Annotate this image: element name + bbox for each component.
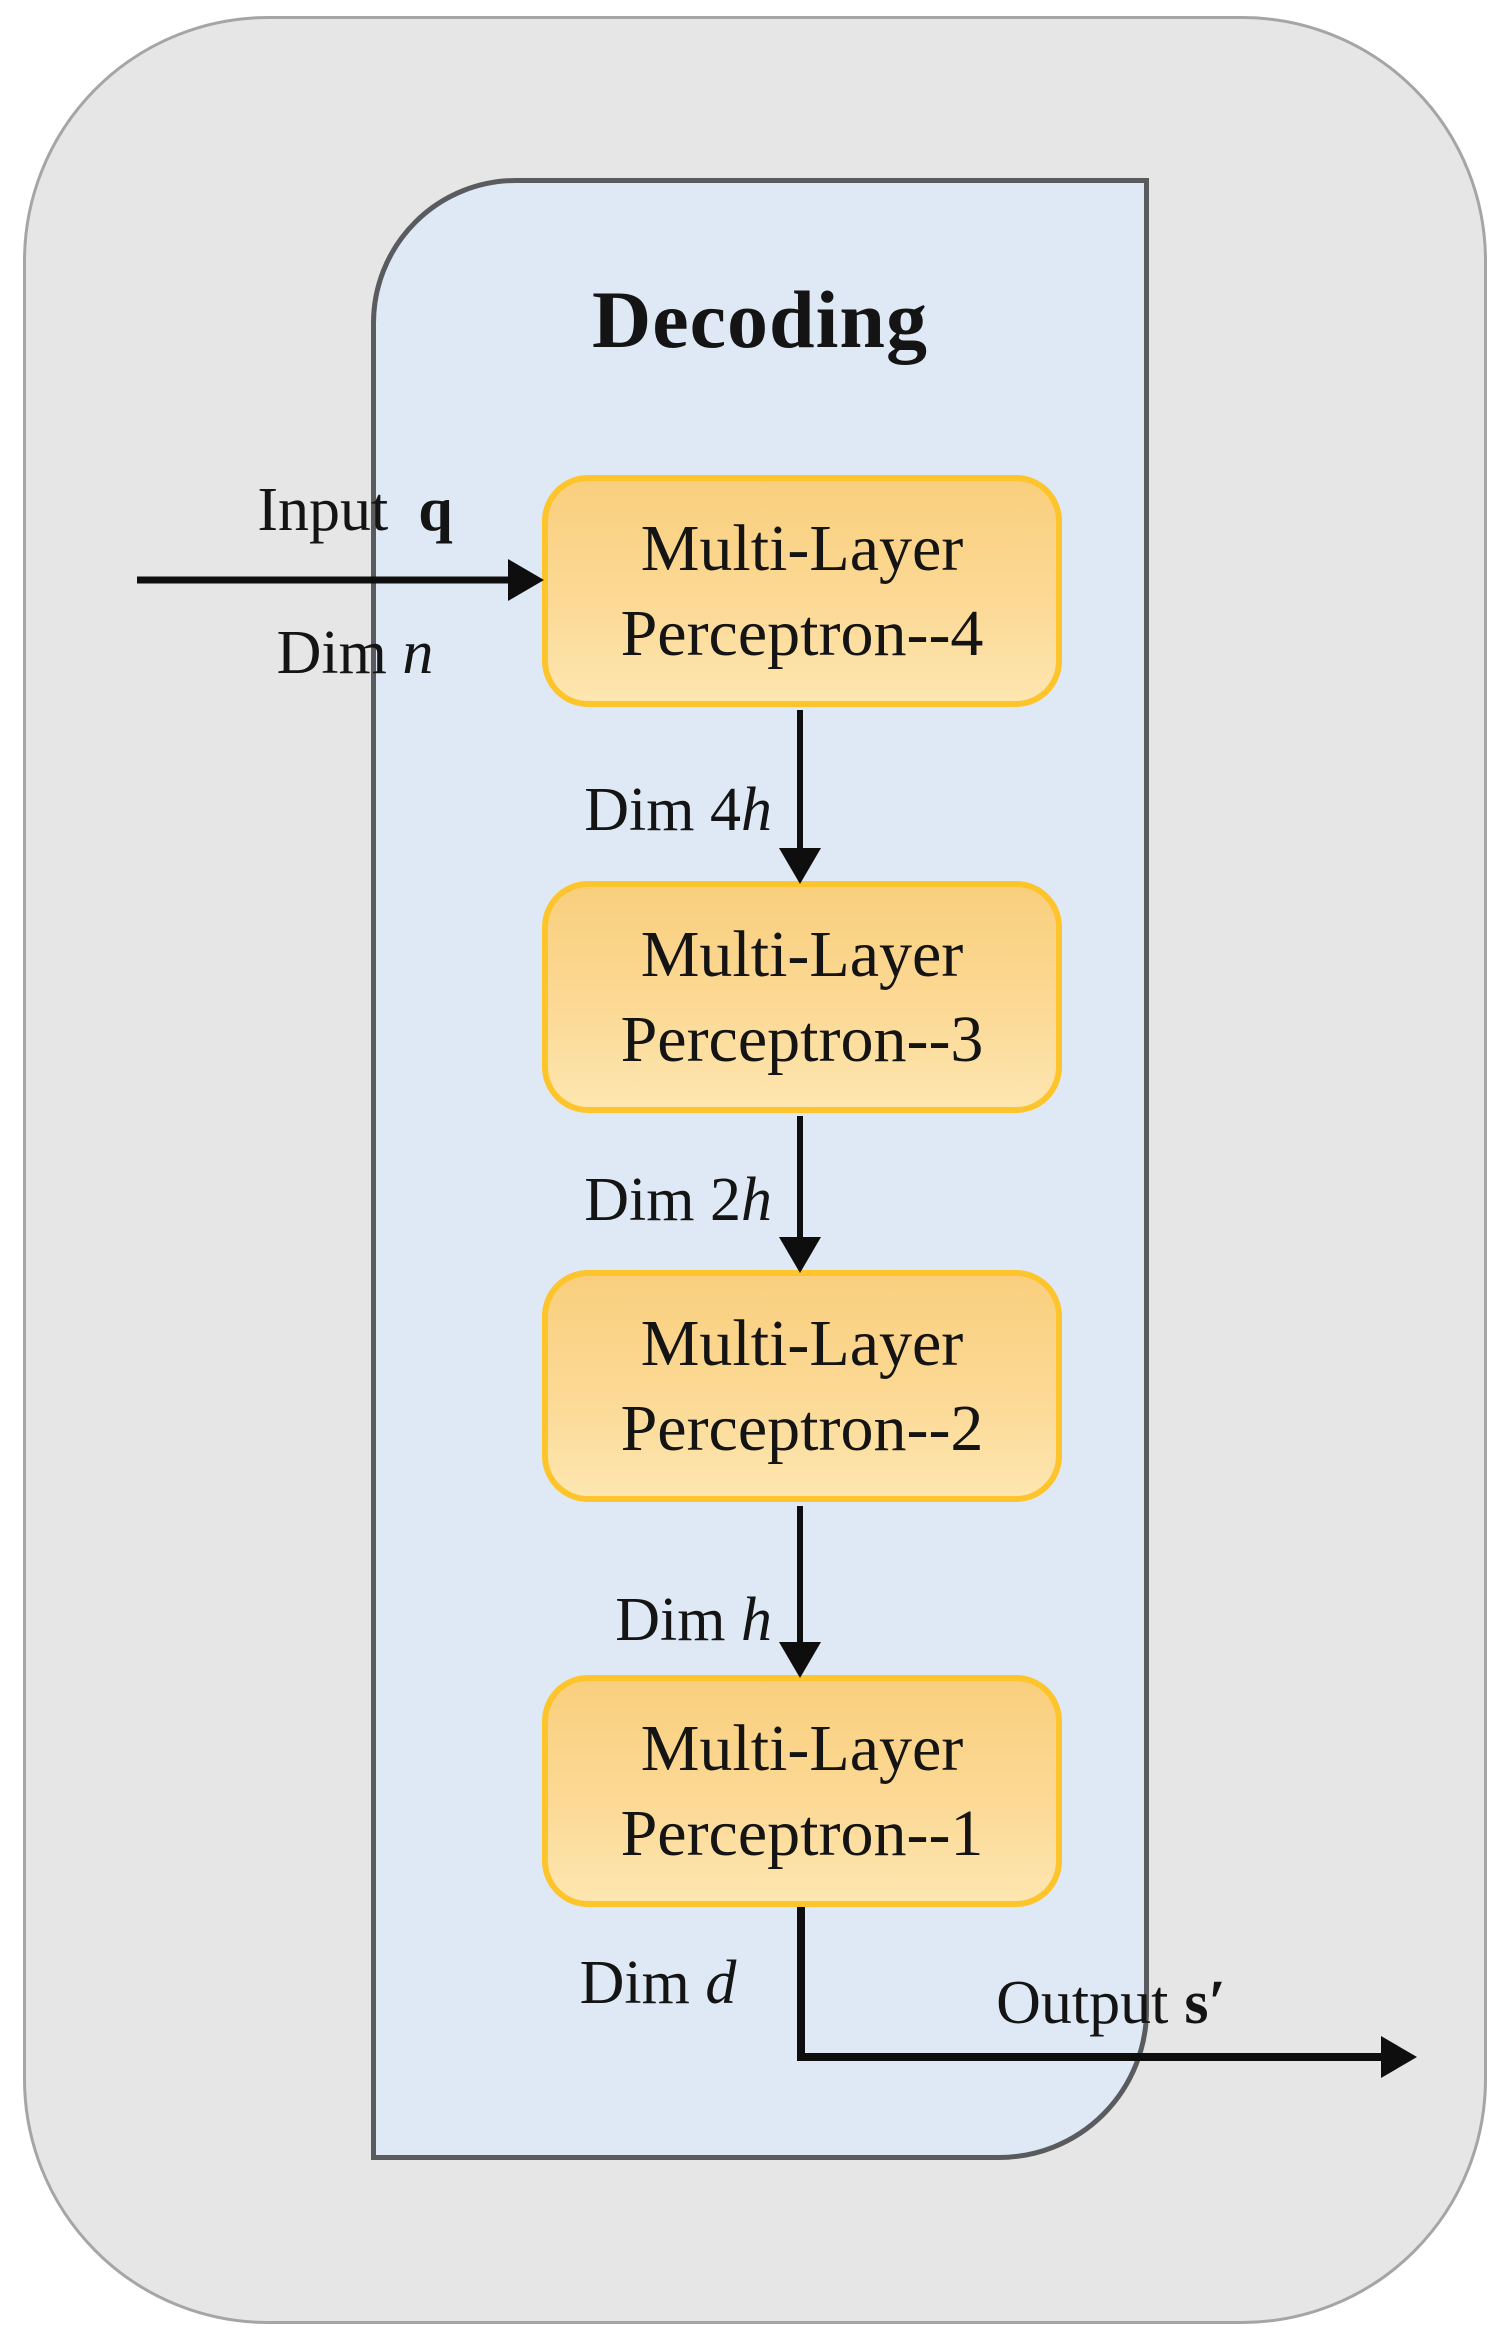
output-dim-prefix: Dim <box>579 1949 706 2017</box>
mlp-block-1-line1: Multi-Layer <box>640 1712 964 1785</box>
input-vector-symbol: q <box>418 476 453 544</box>
output-arrow <box>797 1907 1417 2078</box>
input-arrow <box>137 559 544 601</box>
input-label-text: Input <box>257 476 389 544</box>
flow-dim-label-h: Dim h <box>420 1580 772 1660</box>
mlp-block-3-line2: Perceptron--3 <box>620 1003 984 1076</box>
flow-dim-4h-var: h <box>741 776 772 844</box>
input-dim-prefix: Dim <box>276 619 403 687</box>
flow-dim-h-var: h <box>741 1586 772 1654</box>
mlp-block-2-line1: Multi-Layer <box>640 1307 964 1380</box>
output-label-text: Output <box>996 1969 1169 2037</box>
panel-title: Decoding <box>592 274 928 365</box>
output-vector-symbol: s′ <box>1184 1969 1226 2037</box>
down-arrow-1 <box>779 710 821 884</box>
flow-dim-2h-var: h <box>741 1166 772 1234</box>
mlp-block-3: Multi-Layer Perceptron--3 <box>542 881 1062 1113</box>
down-arrowhead-3-icon <box>779 1642 821 1678</box>
flow-dim-label-4h: Dim 4h <box>420 770 772 850</box>
input-arrowhead-icon <box>508 559 544 601</box>
flow-dim-2h-prefix: Dim 2 <box>584 1166 741 1234</box>
mlp-block-1-line2: Perceptron--1 <box>620 1797 984 1870</box>
mlp-block-2: Multi-Layer Perceptron--2 <box>542 1270 1062 1502</box>
mlp-block-2-line2: Perceptron--2 <box>620 1392 984 1465</box>
prime-mark: ′ <box>1208 1969 1226 2037</box>
mlp-block-4: Multi-Layer Perceptron--4 <box>542 475 1062 707</box>
mlp-block-4-line1: Multi-Layer <box>640 512 964 585</box>
output-dim-label: Dim d <box>500 1943 816 2023</box>
output-arrowhead-icon <box>1381 2036 1417 2078</box>
flow-dim-label-2h: Dim 2h <box>420 1160 772 1240</box>
down-arrow-2 <box>779 1116 821 1273</box>
mlp-block-3-line1: Multi-Layer <box>640 918 964 991</box>
mlp-block-1: Multi-Layer Perceptron--1 <box>542 1675 1062 1907</box>
down-arrowhead-1-icon <box>779 848 821 884</box>
input-dim-label: Dim n <box>145 613 565 693</box>
down-arrow-3 <box>779 1506 821 1678</box>
mlp-block-4-line2: Perceptron--4 <box>620 597 984 670</box>
down-arrowhead-2-icon <box>779 1237 821 1273</box>
flow-dim-h-prefix: Dim <box>615 1586 741 1654</box>
input-dim-var: n <box>402 619 434 687</box>
output-dim-var: d <box>705 1949 737 2017</box>
flow-dim-4h-prefix: Dim 4 <box>584 776 741 844</box>
